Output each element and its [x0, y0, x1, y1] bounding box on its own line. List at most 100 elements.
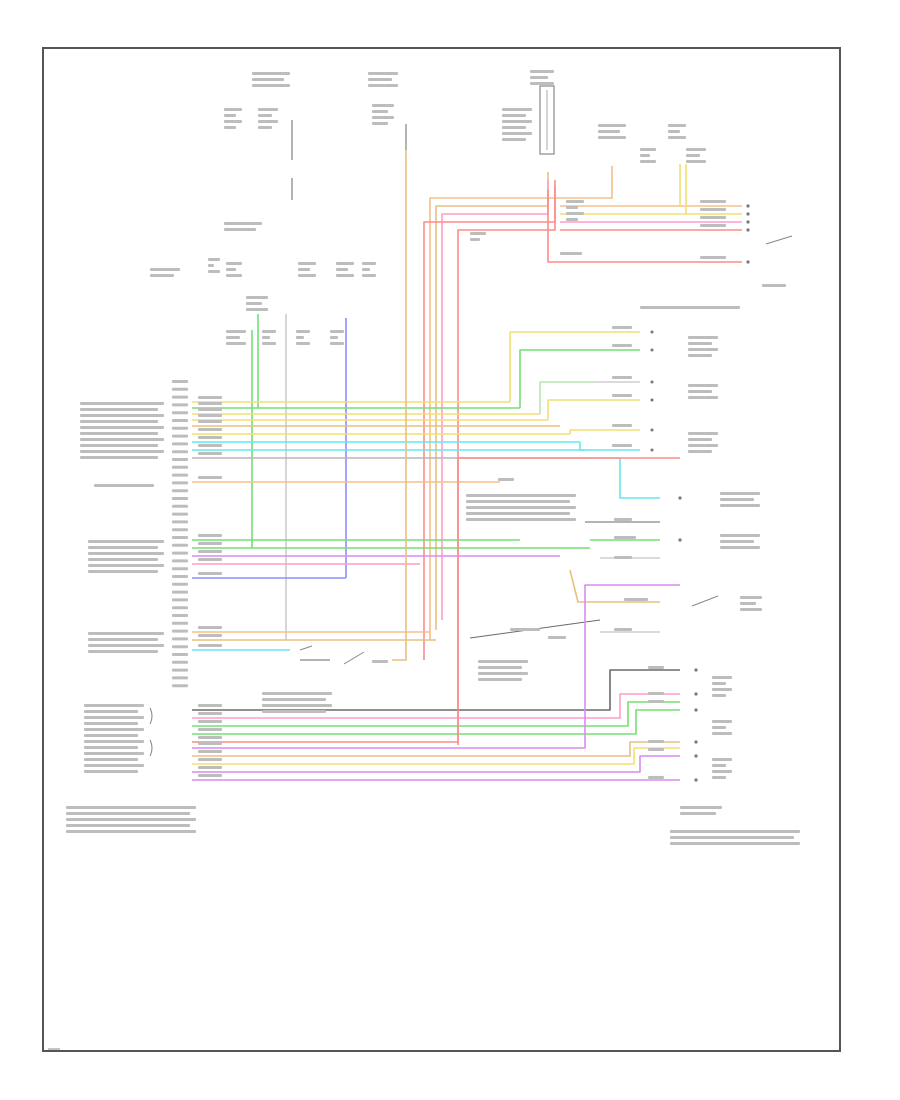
fuse-label: [530, 82, 554, 85]
connector-label: [330, 342, 344, 345]
footnote-label: [670, 836, 794, 839]
footnote-label: [680, 812, 716, 815]
connector-icon: [650, 398, 654, 402]
wire-orange-feed: [429, 166, 613, 640]
fuse-label: [530, 70, 554, 73]
wire-sensor-3: [539, 381, 596, 414]
component-label: [640, 306, 740, 309]
module-function-label: [84, 710, 138, 713]
fuse-label: [258, 120, 278, 123]
module-function-label: [84, 716, 144, 719]
module-function-label: [88, 552, 164, 555]
lamp-label: [712, 720, 732, 723]
lamp-label: [712, 732, 732, 735]
wire-label: [198, 420, 222, 423]
connector-pin-label: [612, 376, 632, 379]
connector-label: [296, 342, 310, 345]
connector-pin-label: [612, 444, 632, 447]
fuse-label: [252, 72, 290, 75]
component-label: [478, 678, 522, 681]
note-label: [466, 518, 576, 521]
component-label: [720, 492, 760, 495]
module-pin-label: [172, 512, 188, 516]
connector-icon: [650, 348, 654, 352]
module-pin-label: [172, 450, 188, 454]
lamp-label: [712, 776, 726, 779]
fuse-label: [668, 136, 686, 139]
wire-label: [198, 558, 222, 561]
module-pin-label: [172, 606, 188, 610]
connector-label: [686, 154, 700, 157]
component-label: [740, 602, 756, 605]
module-function-label: [88, 638, 158, 641]
connector-label: [262, 336, 270, 339]
bracket-icon: [149, 707, 153, 725]
wire-label: [198, 428, 222, 431]
connector-label: [362, 262, 376, 265]
module-pin-label: [172, 575, 188, 578]
module-pin-label: [172, 629, 188, 633]
fuse-label: [502, 120, 532, 123]
wire-sensor-6: [579, 442, 596, 451]
module-pin-label: [172, 645, 188, 649]
connector-label: [298, 262, 316, 265]
connector-pin-label: [612, 326, 632, 329]
wire-label: [198, 758, 222, 761]
wire-label: [198, 542, 222, 545]
connector-icon: [650, 380, 654, 384]
connector-icon: [650, 448, 654, 452]
bracket-icon: [149, 739, 153, 757]
fuse-label: [502, 138, 526, 141]
connector-label: [640, 154, 650, 157]
smudge-text-layer: [66, 70, 800, 845]
lamp-label: [712, 764, 726, 767]
wire-label: [560, 252, 582, 255]
wire-label: [614, 628, 632, 631]
connector-icon: [746, 220, 750, 224]
module-pin-label: [172, 567, 188, 571]
module-pin-label: [172, 380, 188, 383]
connector-label: [336, 268, 348, 271]
ground-icon: [694, 754, 698, 758]
ground-icon: [694, 778, 698, 782]
component-label: [478, 666, 522, 669]
wire-label: [470, 238, 480, 241]
connector-label: [150, 268, 180, 271]
wire-label: [198, 728, 222, 731]
sensor-label: [688, 354, 712, 357]
connector-label: [336, 274, 354, 277]
component-label: [262, 698, 326, 701]
module-function-label: [84, 740, 144, 743]
component-label: [478, 660, 528, 663]
module-pin-label: [172, 653, 188, 656]
fuse-label: [502, 108, 532, 111]
connector-pin-label: [700, 200, 726, 203]
lamp-label: [712, 682, 726, 685]
module-function-label: [94, 484, 154, 487]
diagram-border: [42, 47, 841, 1052]
connector-pin-label: [700, 224, 726, 227]
module-function-label: [80, 426, 164, 429]
module-function-label: [80, 402, 164, 405]
module-function-label: [80, 456, 158, 459]
output-bus-wire-0: [192, 669, 680, 711]
component-label: [478, 672, 528, 675]
module-pin-label: [172, 473, 188, 477]
module-function-label: [88, 644, 164, 647]
module-pin-label: [172, 411, 188, 415]
connector-label: [246, 302, 262, 305]
fuse-label: [368, 84, 398, 87]
module-pin-label: [172, 621, 188, 625]
module-function-label: [84, 704, 144, 707]
connector-label: [296, 330, 310, 333]
module-pin-label: [172, 403, 188, 407]
switch-icon: [691, 595, 719, 607]
sensor-label: [688, 396, 718, 399]
fuse-label: [372, 116, 394, 119]
note-label: [466, 506, 576, 509]
ground-icon: [694, 740, 698, 744]
fuse-label: [502, 114, 526, 117]
wire-label: [198, 644, 222, 647]
connector-icon: [746, 260, 750, 264]
wire-label: [198, 774, 222, 777]
